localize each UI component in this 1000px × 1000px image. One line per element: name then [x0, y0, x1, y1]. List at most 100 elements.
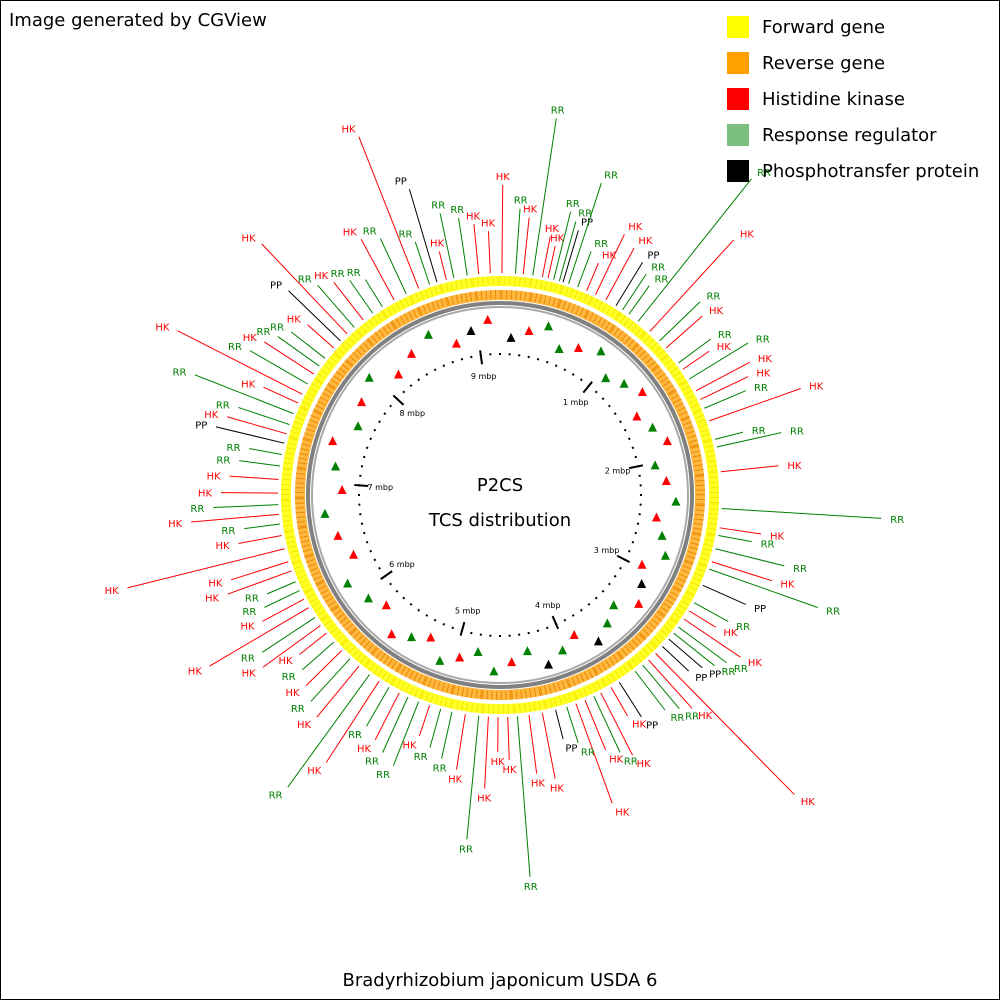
reverse-gene-mark — [556, 298, 561, 308]
reverse-gene-mark — [660, 606, 669, 613]
feature-line-rr — [721, 508, 882, 519]
forward-gene-mark — [281, 510, 291, 512]
feature-label-hk: HK — [205, 593, 220, 604]
axis-minor-tick — [425, 373, 429, 376]
reverse-gene-mark — [621, 648, 628, 657]
forward-gene-mark — [708, 464, 718, 468]
feature-label-hk: HK — [758, 354, 773, 365]
feature-label-hk: HK — [402, 740, 417, 751]
feature-line-rr — [429, 708, 442, 748]
axis-minor-tick — [607, 582, 611, 586]
reverse-gene-mark — [694, 473, 704, 476]
feature-label-hk: HK — [740, 229, 755, 240]
feature-label-rr: RR — [654, 274, 668, 285]
reverse-gene-mark — [299, 452, 309, 456]
forward-gene-mark — [708, 471, 718, 474]
reverse-gene-mark — [670, 591, 679, 597]
reverse-gene-mark — [399, 315, 405, 325]
axis-minor-tick — [587, 602, 591, 606]
axis-tick-label: 8 mbp — [400, 409, 426, 418]
feature-line-hk — [547, 245, 556, 279]
credit-text: Image generated by CGView — [9, 10, 267, 31]
reverse-gene-mark — [383, 656, 390, 665]
axis-minor-tick — [451, 626, 455, 630]
feature-label-rr: RR — [721, 667, 735, 678]
forward-gene-mark — [663, 625, 672, 633]
reverse-gene-mark — [679, 573, 688, 579]
reverse-gene-mark — [639, 632, 647, 640]
feature-line-pp — [618, 681, 642, 718]
forward-gene-mark — [709, 476, 719, 479]
inner-marker-rr — [596, 346, 606, 356]
axis-minor-tick — [373, 558, 377, 562]
feature-line-hk — [711, 561, 772, 582]
inner-marker-hk — [661, 475, 671, 485]
forward-gene-mark — [283, 524, 293, 527]
feature-line-hk — [333, 281, 364, 321]
reverse-gene-mark — [391, 320, 398, 329]
reverse-gene-mark — [298, 531, 308, 534]
inner-marker-hk — [393, 369, 403, 379]
reverse-gene-mark — [396, 664, 402, 673]
reverse-gene-mark — [423, 676, 428, 686]
reverse-gene-mark — [300, 447, 310, 451]
reverse-gene-mark — [379, 653, 386, 662]
forward-gene-mark — [445, 282, 449, 292]
feature-line-rr — [213, 504, 279, 509]
forward-gene-mark — [424, 289, 429, 298]
axis-minor-tick — [545, 626, 549, 630]
feature-label-rr: RR — [269, 790, 283, 801]
reverse-gene-mark — [426, 303, 432, 312]
forward-gene-mark — [395, 302, 401, 311]
forward-gene-mark — [364, 660, 372, 668]
feature-label-rr: RR — [624, 757, 638, 768]
forward-gene-mark — [675, 375, 685, 382]
legend-label: Forward gene — [762, 16, 886, 38]
reverse-gene-mark — [480, 290, 483, 300]
forward-gene-mark — [391, 677, 397, 686]
inner-marker-rr — [650, 460, 660, 470]
forward-gene-mark — [688, 398, 698, 404]
reverse-gene-mark — [620, 333, 628, 342]
forward-gene-mark — [597, 301, 603, 310]
feature-line-rr — [637, 178, 752, 322]
forward-gene-mark — [614, 670, 621, 679]
reverse-gene-mark — [400, 666, 406, 675]
forward-gene-mark — [297, 411, 306, 416]
forward-gene-mark — [282, 515, 292, 517]
forward-gene-mark — [323, 619, 332, 626]
feature-label-rr: RR — [756, 334, 770, 345]
reverse-gene-mark — [317, 400, 326, 406]
forward-gene-mark — [610, 308, 616, 317]
forward-gene-mark — [572, 691, 577, 701]
feature-line-hk — [595, 233, 625, 295]
forward-gene-mark — [709, 481, 719, 484]
inner-marker-pp — [506, 332, 516, 342]
forward-gene-mark — [304, 589, 313, 595]
forward-gene-mark — [646, 645, 654, 653]
reverse-gene-mark — [678, 411, 688, 416]
forward-gene-mark — [288, 550, 298, 554]
axis-major-tick — [392, 394, 405, 406]
forward-gene-mark — [434, 695, 439, 705]
reverse-gene-mark — [695, 479, 705, 482]
reverse-gene-mark — [624, 336, 631, 345]
forward-gene-mark — [528, 278, 531, 288]
feature-label-hk: HK — [491, 757, 506, 768]
feature-line-rr — [689, 342, 749, 380]
axis-minor-tick — [634, 531, 638, 535]
axis-minor-tick — [601, 589, 605, 593]
reverse-gene-mark — [441, 682, 445, 692]
axis-tick-label: 5 mbp — [455, 607, 481, 616]
feature-line-hk — [665, 315, 703, 349]
forward-gene-mark — [530, 278, 533, 288]
feature-label-rr: RR — [376, 770, 390, 781]
forward-gene-mark — [618, 667, 625, 676]
axis-minor-tick — [383, 412, 387, 416]
forward-gene-mark — [291, 425, 301, 430]
forward-gene-mark — [461, 701, 464, 711]
reverse-gene-mark — [687, 434, 697, 439]
feature-line-rr — [568, 182, 602, 285]
reverse-gene-mark — [695, 509, 705, 511]
forward-gene-mark — [574, 290, 579, 299]
